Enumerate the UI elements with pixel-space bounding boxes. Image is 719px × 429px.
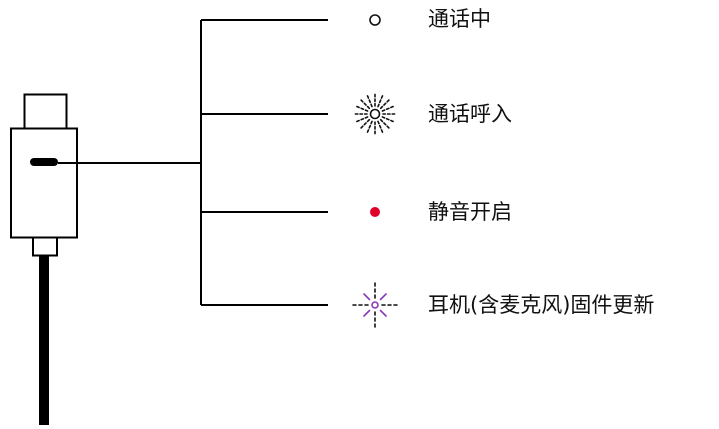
plug-tip xyxy=(23,93,68,130)
flashing-purple-light-icon xyxy=(350,282,400,328)
cable xyxy=(39,255,49,425)
usb-connector-drawing xyxy=(10,93,78,425)
label-mute-on: 静音开启 xyxy=(428,200,512,224)
led-slot-icon xyxy=(30,158,58,166)
label-firmware-update: 耳机(含麦克风)固件更新 xyxy=(428,293,655,317)
label-in-call: 通话中 xyxy=(428,7,491,31)
hollow-circle-icon xyxy=(369,14,381,26)
label-incoming-call: 通话呼入 xyxy=(428,102,512,126)
red-dot-icon xyxy=(370,207,380,217)
strain-relief xyxy=(32,236,58,257)
connector-lines xyxy=(58,19,328,306)
flashing-white-light-icon xyxy=(354,93,396,135)
connector-body xyxy=(10,127,78,239)
